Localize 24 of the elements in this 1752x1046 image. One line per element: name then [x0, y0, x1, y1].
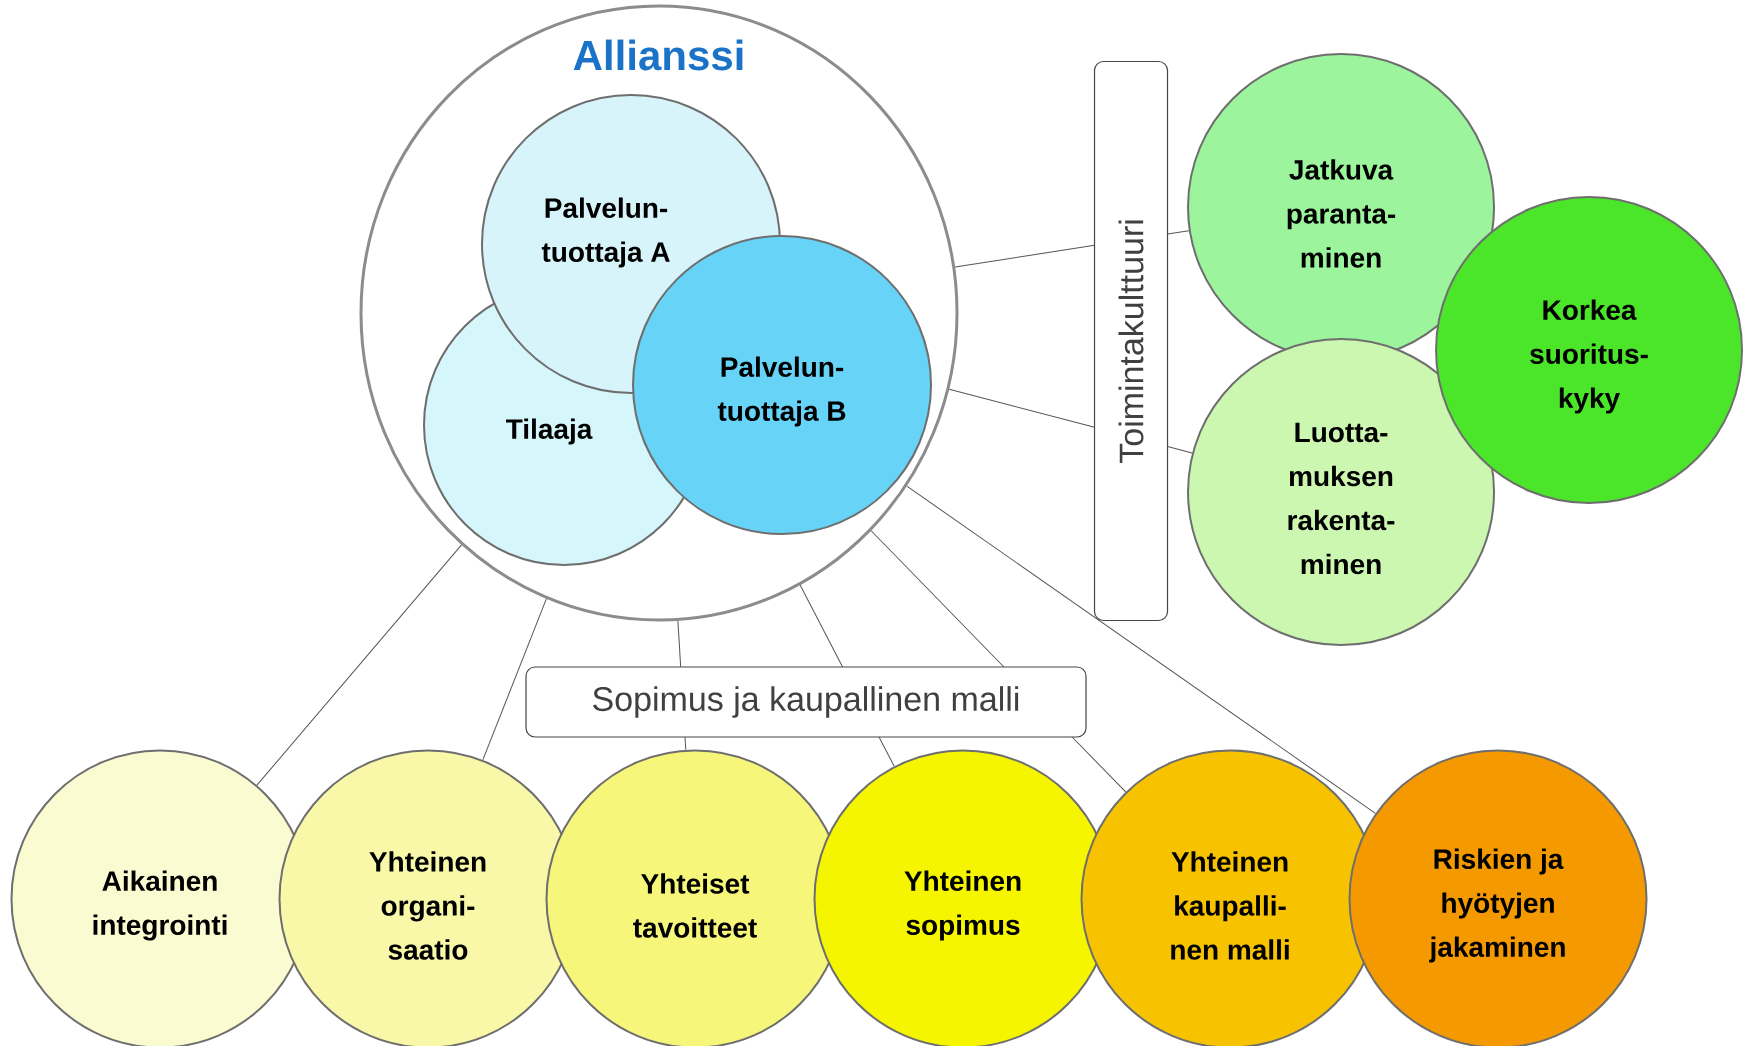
connector-line: [948, 388, 1095, 428]
connector-line: [1167, 446, 1193, 454]
connector-line: [799, 584, 844, 668]
connector-line: [906, 485, 1376, 814]
connector-line: [870, 530, 1005, 668]
circle-node: Korkea suoritus-kyky: [1435, 196, 1744, 504]
connector-line: [1071, 736, 1127, 793]
label-box: Toimintakulttuuri: [1093, 60, 1169, 622]
circle-node: Yhteinen sopimus: [813, 749, 1113, 1046]
circle-node: Luotta-muksen rakenta-minen: [1187, 338, 1495, 646]
connector-line: [954, 244, 1095, 268]
connector-line: [677, 620, 682, 668]
circle-node: Yhteinen organi-saatio: [278, 749, 578, 1046]
circle-node: Yhteiset tavoitteet: [545, 749, 845, 1046]
circle-node: Aikainen integrointi: [10, 749, 310, 1046]
connector-line: [878, 736, 895, 767]
label-box: Sopimus ja kaupallinen malli: [525, 666, 1087, 738]
connector-line: [482, 598, 547, 761]
circle-node: Yhteinen kaupalli-nen malli: [1080, 749, 1380, 1046]
connector-line: [1167, 230, 1190, 235]
circle-node: Riskien ja hyötyjen jakaminen: [1348, 749, 1648, 1046]
circle-node: Jatkuva paranta-minen: [1187, 53, 1495, 361]
connector-line: [256, 544, 462, 786]
connector-line: [684, 736, 687, 751]
